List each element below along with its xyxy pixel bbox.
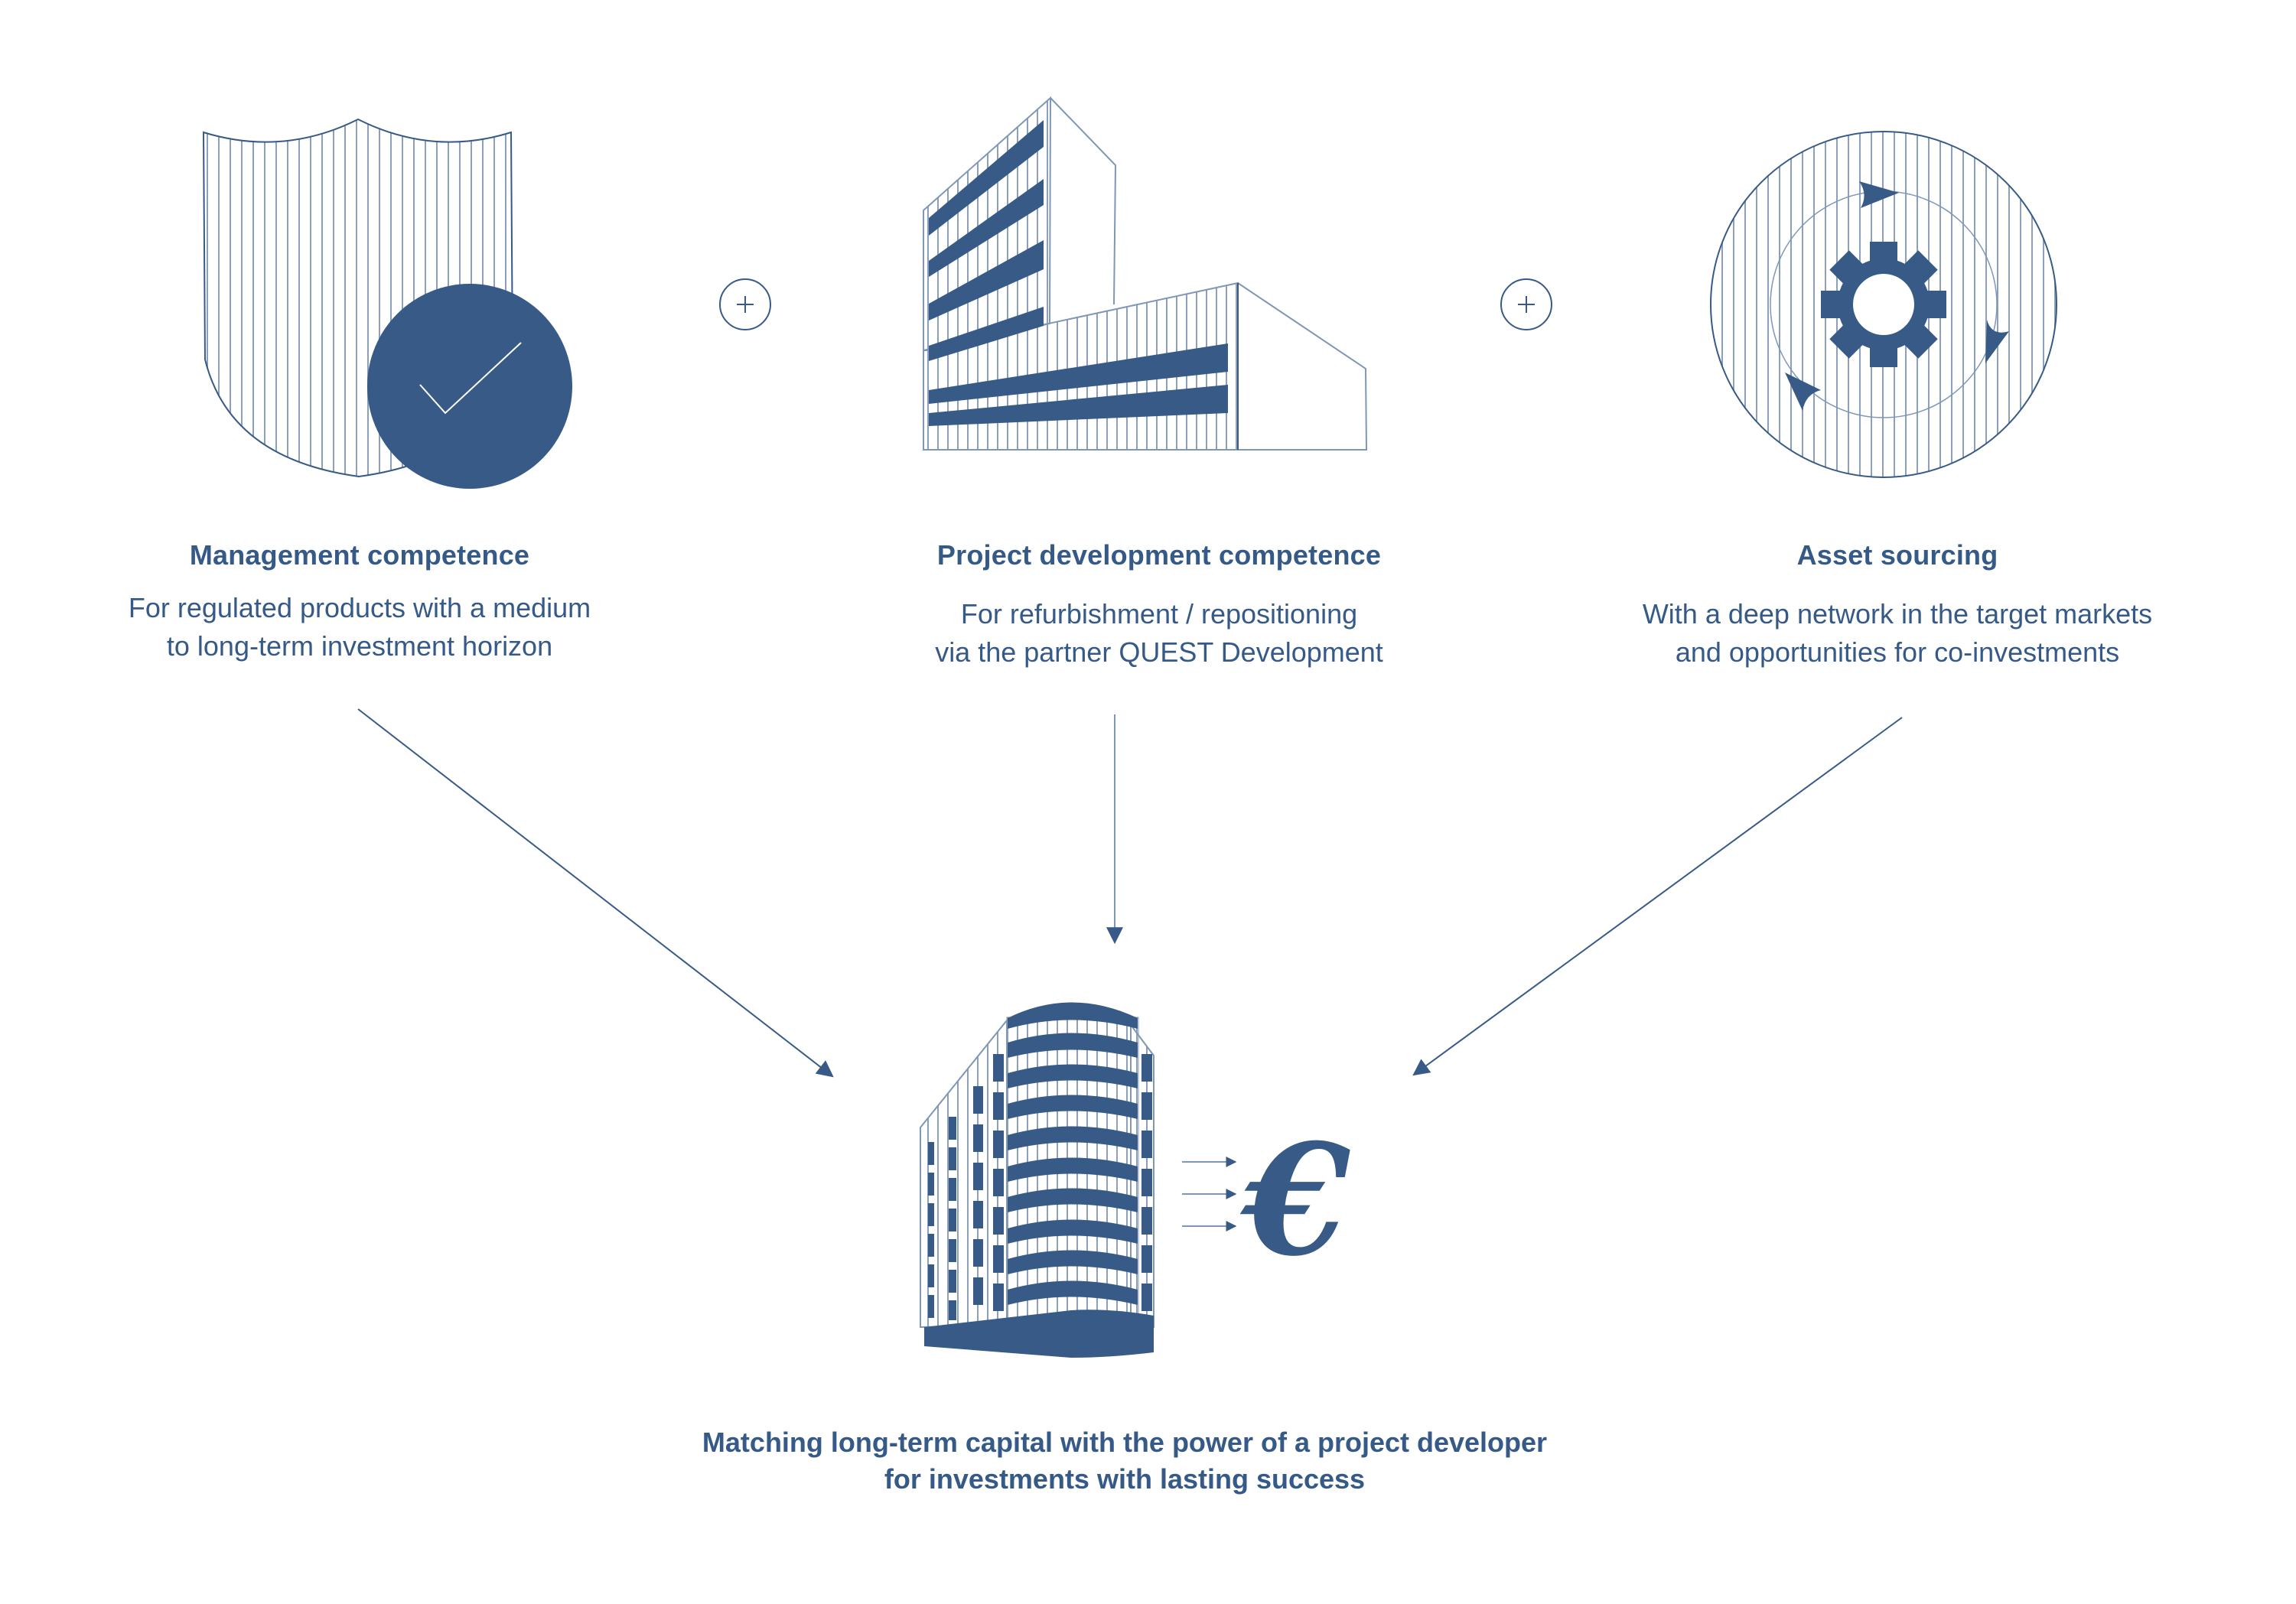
arrow-left-icon: [357, 708, 834, 1078]
plus-connector-icon: [1500, 278, 1552, 330]
office-building-icon: [923, 96, 1368, 451]
pillar-description: With a deep network in the target market…: [1642, 598, 2153, 668]
pillar-project-development: Project development competence For refur…: [811, 538, 1507, 672]
result-caption: Matching long-term capital with the powe…: [702, 1427, 1548, 1495]
euro-symbol-icon: €: [1243, 1111, 1350, 1290]
money-flow-arrows: [1182, 1157, 1237, 1231]
gear-cycle-icon: [1710, 131, 2057, 478]
pillar-description: For regulated products with a medium to …: [128, 592, 591, 662]
arrow-right-icon: [1412, 717, 1903, 1076]
pillar-management: Management competence For regulated prod…: [77, 538, 643, 665]
pillar-asset-sourcing: Asset sourcing With a deep network in th…: [1591, 538, 2203, 672]
pillar-description: For refurbishment / repositioning via th…: [935, 598, 1383, 668]
pillar-title: Project development competence: [936, 539, 1382, 571]
tower-building-icon: [920, 1002, 1237, 1358]
shield-check-icon: [202, 118, 572, 489]
pillar-title: Management competence: [189, 539, 530, 571]
pillar-title: Asset sourcing: [1796, 539, 1998, 571]
plus-connector-icon: [719, 278, 771, 330]
flow-arrows: [357, 708, 1903, 1078]
